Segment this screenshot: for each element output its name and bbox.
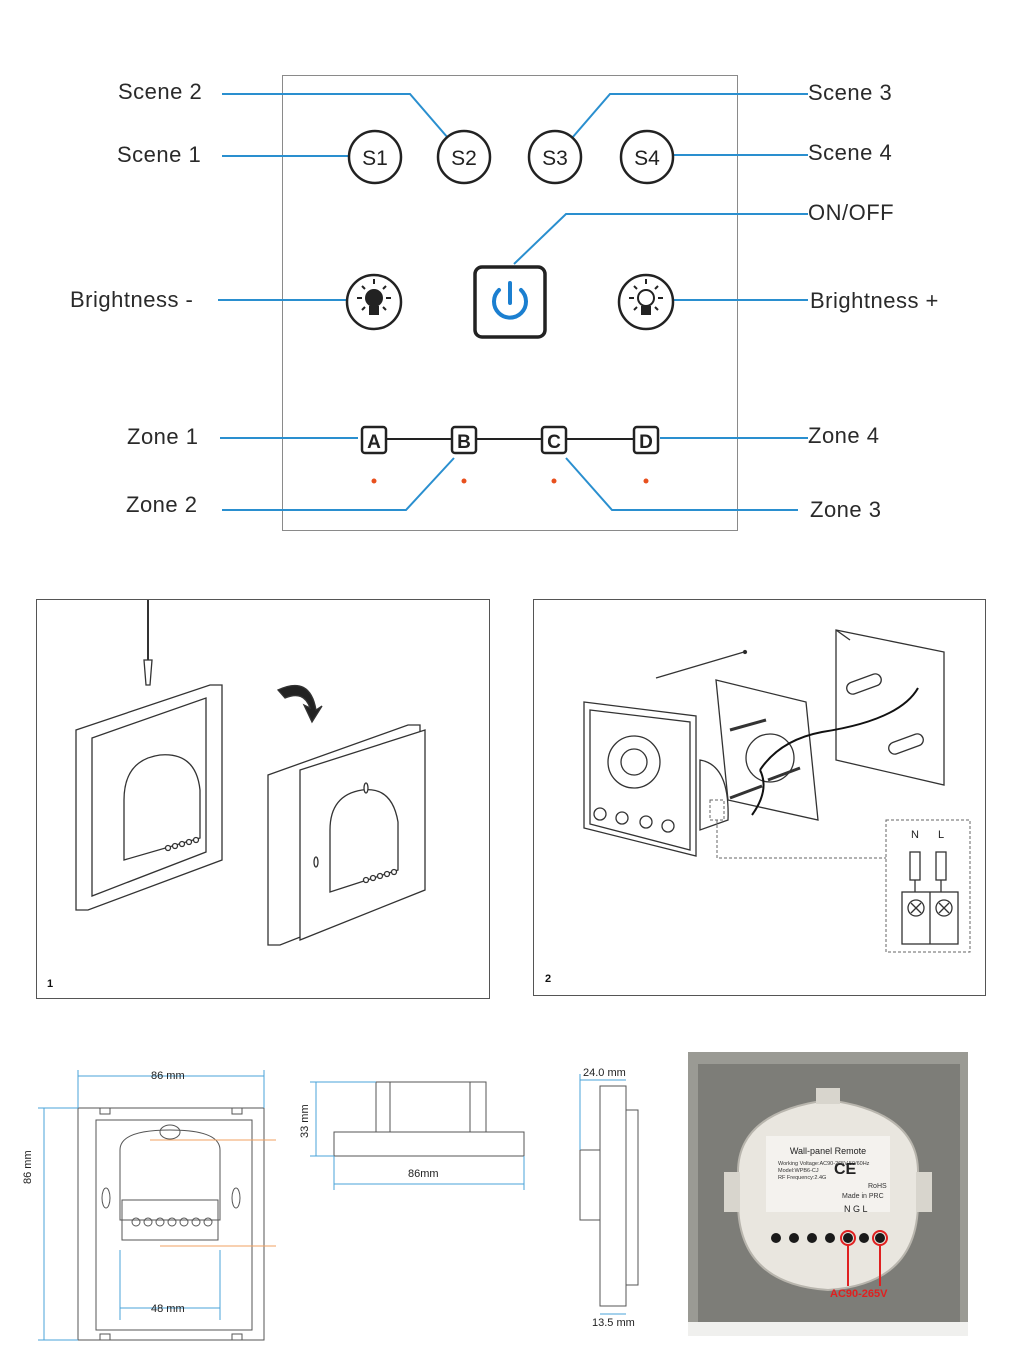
zone-led-a	[371, 478, 377, 484]
dim-depth-top: 24.0 mm	[583, 1067, 626, 1079]
step-2-number: 2	[545, 973, 552, 985]
photo-line2: Model:WPB6-CJ	[778, 1168, 819, 1174]
dim-side-height: 33 mm	[299, 1104, 311, 1138]
scene-button-s4	[619, 129, 675, 185]
label-scene4: Scene 4	[808, 140, 893, 165]
s4-label: S4	[634, 147, 660, 170]
dim-front-height: 86 mm	[22, 1150, 34, 1184]
ce-mark: CE	[834, 1161, 857, 1178]
dim-front-inner: 48 mm	[151, 1303, 185, 1315]
photo-made-in: Made in PRC	[842, 1193, 884, 1200]
label-scene2: Scene 2	[118, 79, 203, 104]
photo-terminals: N G L	[844, 1204, 868, 1214]
zone-b-label: B	[457, 432, 471, 453]
brightness-minus-icon	[345, 273, 403, 331]
zone-led-c	[551, 478, 557, 484]
power-icon	[473, 265, 547, 339]
zone-c-label: C	[547, 432, 561, 453]
label-onoff: ON/OFF	[808, 200, 895, 225]
leader-scene2	[222, 93, 449, 139]
zone-button-d	[632, 425, 660, 455]
leader-onoff	[513, 213, 808, 265]
s3-label: S3	[542, 147, 568, 170]
product-back-photo: CE Wall-panel Remote Working Voltage:AC9…	[688, 1052, 968, 1336]
label-zone4: Zone 4	[808, 423, 880, 448]
dimension-drawings	[38, 1070, 639, 1341]
label-brightness-minus: Brightness -	[70, 287, 194, 312]
zone-led-d	[643, 478, 649, 484]
zone-button-c	[540, 425, 568, 455]
terminal-l-label: L	[938, 829, 945, 841]
scene-button-s3	[527, 129, 583, 185]
zone-d-label: D	[639, 432, 653, 453]
dim-front-width: 86 mm	[151, 1070, 185, 1082]
label-scene1: Scene 1	[117, 142, 202, 167]
dim-side-width: 86mm	[408, 1168, 439, 1180]
zone-button-a	[360, 425, 388, 455]
label-brightness-plus: Brightness +	[810, 288, 939, 313]
label-zone1: Zone 1	[127, 424, 199, 449]
install-illustrations	[75, 600, 971, 953]
scene-button-s1	[347, 129, 403, 185]
zone-led-b	[461, 478, 467, 484]
step-1-number: 1	[47, 978, 54, 990]
leader-zone2	[222, 457, 455, 511]
layout-diagram: S1 S2 S3 S4	[218, 93, 808, 511]
label-zone2: Zone 2	[126, 492, 198, 517]
scene-button-s2	[436, 129, 492, 185]
photo-voltage: AC90-265V	[830, 1288, 888, 1300]
terminal-n-label: N	[911, 829, 919, 841]
leader-scene3	[571, 93, 808, 139]
label-scene3: Scene 3	[808, 80, 893, 105]
photo-line1: Working Voltage:AC90-265V,50/60Hz	[778, 1161, 870, 1167]
zone-a-label: A	[367, 432, 381, 453]
label-zone3: Zone 3	[810, 497, 882, 522]
photo-line3: RF Frequency:2.4G	[778, 1175, 826, 1181]
photo-rohs: RoHS	[868, 1183, 887, 1190]
leader-zone3	[565, 457, 798, 511]
s2-label: S2	[451, 147, 477, 170]
photo-title: Wall-panel Remote	[790, 1146, 866, 1156]
brightness-plus-icon	[617, 273, 675, 331]
s1-label: S1	[362, 147, 388, 170]
zone-button-b	[450, 425, 478, 455]
dim-depth-bottom: 13.5 mm	[592, 1317, 635, 1329]
